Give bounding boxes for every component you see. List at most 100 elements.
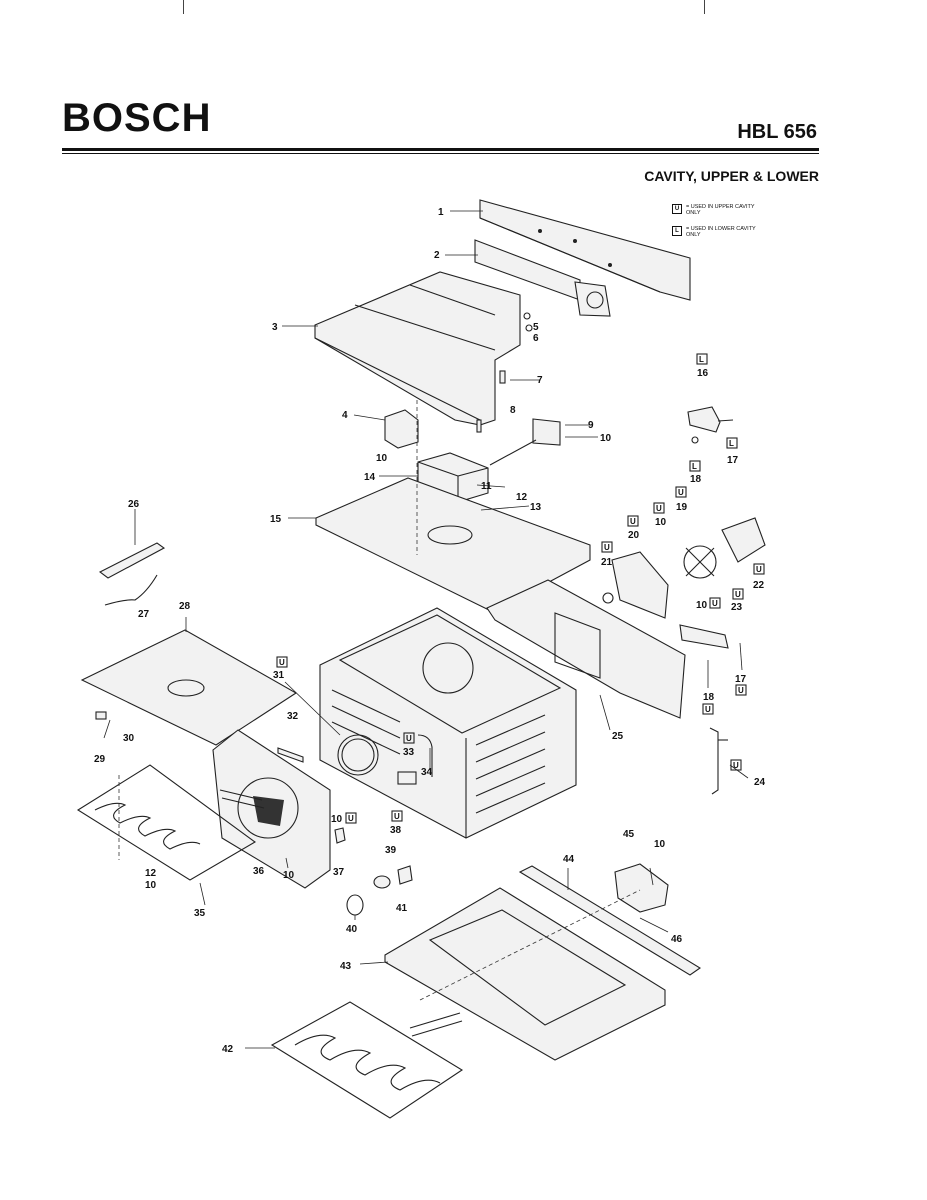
part-33-wire xyxy=(417,734,433,777)
legend-item-lower: L = USED IN LOWER CAVITY ONLY xyxy=(672,226,766,238)
callout-4: 4 xyxy=(342,410,348,421)
marker-u-22: U xyxy=(756,565,762,574)
part-43-bottom-tray xyxy=(384,887,666,1061)
callout-35: 35 xyxy=(194,908,206,919)
marker-u-10c: U xyxy=(656,504,662,513)
part-3-upper-duct xyxy=(314,271,521,426)
callout-13: 13 xyxy=(530,502,542,513)
callout-3: 3 xyxy=(272,322,278,333)
callout-25: 25 xyxy=(612,731,624,742)
marker-l-17: L xyxy=(729,439,734,448)
part-7-screw xyxy=(499,370,506,384)
callout-44: 44 xyxy=(563,854,575,865)
legend-code-upper: U xyxy=(672,204,682,214)
section-title: CAVITY, UPPER & LOWER xyxy=(644,168,819,184)
part-31-ring-element xyxy=(337,734,379,776)
part-20-fan-housing xyxy=(611,551,669,619)
callout-10-e: 10 xyxy=(331,814,343,825)
marker-u-10d: U xyxy=(712,599,718,608)
marker-u-21: U xyxy=(604,543,610,552)
callout-38: 38 xyxy=(390,825,402,836)
callout-18-b: 18 xyxy=(703,692,715,703)
scan-edge-mark-left xyxy=(183,0,184,14)
marker-u-23: U xyxy=(735,590,741,599)
callout-26: 26 xyxy=(128,499,140,510)
callout-18-a: 18 xyxy=(690,474,702,485)
part-44-side-rail xyxy=(518,865,702,976)
leader-lines xyxy=(103,210,749,1049)
callout-28: 28 xyxy=(179,601,191,612)
callout-20: 20 xyxy=(628,530,640,541)
callout-43: 43 xyxy=(340,961,352,972)
callout-17-a: 17 xyxy=(727,455,739,466)
callout-39: 39 xyxy=(385,845,397,856)
callout-41: 41 xyxy=(396,903,408,914)
callout-12-b: 12 xyxy=(145,868,157,879)
legend-item-upper: U = USED IN UPPER CAVITY ONLY xyxy=(672,204,766,216)
marker-u-19: U xyxy=(678,488,684,497)
callout-22: 22 xyxy=(753,580,765,591)
callout-42: 42 xyxy=(222,1044,234,1055)
callout-45: 45 xyxy=(623,829,635,840)
callout-1: 1 xyxy=(438,207,444,218)
part-6-washer xyxy=(525,324,533,332)
part-40-gasket xyxy=(346,894,364,916)
callout-7: 7 xyxy=(537,375,543,386)
marker-u-24: U xyxy=(733,761,739,770)
callout-37: 37 xyxy=(333,867,345,878)
assembly-axis-bottom xyxy=(419,889,641,1001)
legend-text-lower: = USED IN LOWER CAVITY ONLY xyxy=(686,226,756,238)
callout-33: 33 xyxy=(403,747,415,758)
part-9-motor xyxy=(489,418,561,466)
part-39-lamp xyxy=(373,875,391,889)
callout-24: 24 xyxy=(754,777,766,788)
part-42-lower-element xyxy=(270,1001,464,1119)
callout-30: 30 xyxy=(123,733,135,744)
part-24-bracket xyxy=(709,727,728,795)
part-41-clip xyxy=(397,865,413,885)
part-35-heating-element xyxy=(76,764,265,881)
callout-10-b: 10 xyxy=(376,453,388,464)
part-32-bracket xyxy=(277,747,304,763)
callout-8: 8 xyxy=(510,405,516,416)
part-4-transformer xyxy=(384,409,419,449)
part-37-bulb-socket xyxy=(334,827,346,844)
header-rule-thin xyxy=(62,153,819,154)
callout-32: 32 xyxy=(287,711,299,722)
callout-19: 19 xyxy=(676,502,688,513)
callout-6: 6 xyxy=(533,333,539,344)
callout-11: 11 xyxy=(481,481,492,492)
callout-31: 31 xyxy=(273,670,285,681)
part-38-block xyxy=(397,771,417,785)
part-15-top-plate xyxy=(315,477,591,613)
part-2-blower xyxy=(474,239,611,317)
callout-10-h: 10 xyxy=(654,839,666,850)
callout-46: 46 xyxy=(671,934,683,945)
part-23-terminal-block xyxy=(679,624,729,649)
callout-40: 40 xyxy=(346,924,358,935)
callout-36: 36 xyxy=(253,866,265,877)
callout-29: 29 xyxy=(94,754,106,765)
part-8-pin xyxy=(476,419,482,433)
part-5-nut xyxy=(523,312,531,320)
marker-u-17: U xyxy=(738,686,744,695)
part-29-tab xyxy=(95,711,107,720)
legend: U = USED IN UPPER CAVITY ONLY L = USED I… xyxy=(672,204,766,248)
marker-u-20: U xyxy=(630,517,636,526)
callout-10-c: 10 xyxy=(655,517,667,528)
brand-logo: BOSCH xyxy=(62,96,212,140)
callout-17-b: 17 xyxy=(735,674,747,685)
callout-23: 23 xyxy=(731,602,743,613)
callout-2: 2 xyxy=(434,250,440,261)
callout-10-g: 10 xyxy=(145,880,157,891)
part-16-bracket xyxy=(687,406,734,444)
callout-5: 5 xyxy=(533,322,539,333)
marker-u-38: U xyxy=(394,812,400,821)
cavity-markers: L L L U U U U U U U U U U U U U U xyxy=(276,353,765,824)
callout-15: 15 xyxy=(270,514,282,525)
callout-10-a: 10 xyxy=(600,433,612,444)
part-22-fan xyxy=(683,517,766,579)
callout-14: 14 xyxy=(364,472,376,483)
marker-l-18: L xyxy=(692,462,697,471)
